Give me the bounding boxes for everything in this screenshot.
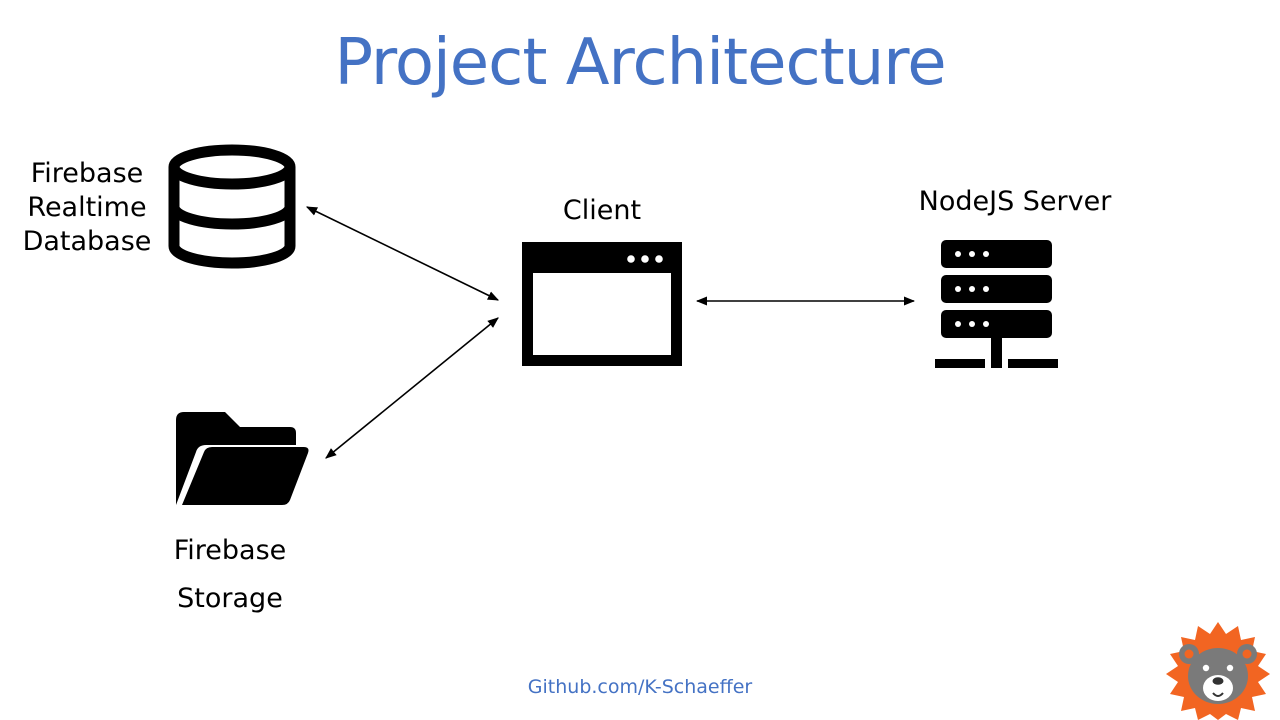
storage-label-line-2: Storage xyxy=(177,583,283,614)
server-icon xyxy=(935,240,1058,368)
server-label: NodeJS Server xyxy=(918,186,1112,217)
storage-label: Firebase Storage xyxy=(150,527,310,623)
folder-icon xyxy=(176,412,309,505)
storage-client-arrow xyxy=(325,317,499,459)
database-label: Firebase Realtime Database xyxy=(12,157,162,259)
client-label: Client xyxy=(562,195,642,226)
bear-logo-icon xyxy=(1166,622,1270,720)
database-icon xyxy=(168,144,296,269)
github-link[interactable]: Github.com/K-Schaeffer xyxy=(527,676,753,698)
database-label-line-3: Database xyxy=(22,226,152,257)
slide-title: Project Architecture xyxy=(334,26,946,100)
browser-window-icon xyxy=(522,242,682,366)
database-label-line-1: Firebase xyxy=(30,158,144,189)
database-client-arrow xyxy=(305,206,500,301)
storage-label-line-1: Firebase xyxy=(173,535,287,566)
database-label-line-2: Realtime xyxy=(27,192,147,223)
